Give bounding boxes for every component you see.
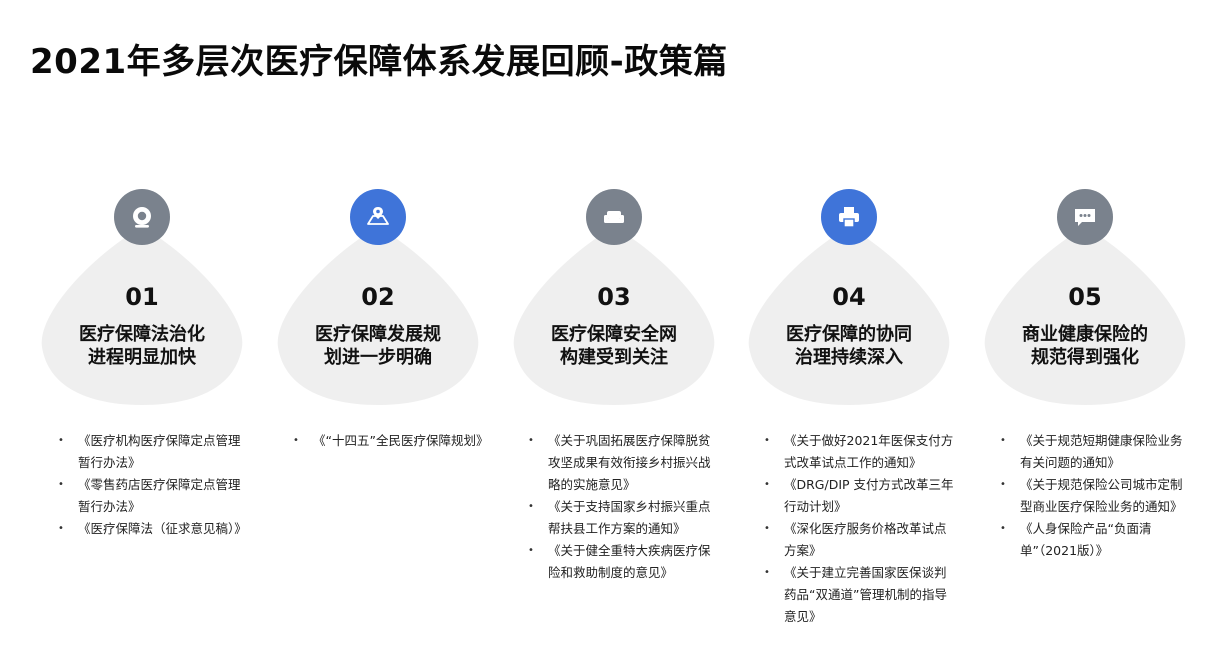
card-number: 03 <box>597 283 631 311</box>
doc-list-5: 《关于规范短期健康保险业务有关问题的通知》 《关于规范保险公司城市定制型商业医疗… <box>1000 430 1190 562</box>
doc-item: 《“十四五”全民医疗保障规划》 <box>293 430 488 452</box>
doc-list-2: 《“十四五”全民医疗保障规划》 <box>293 430 488 452</box>
badge-blue <box>821 189 877 245</box>
card-number: 04 <box>832 283 866 311</box>
card-number: 05 <box>1068 283 1102 311</box>
card-backdrop <box>744 227 954 405</box>
doc-item: 《关于建立完善国家医保谈判药品“双通道”管理机制的指导意见》 <box>764 562 954 628</box>
card-number: 01 <box>125 283 159 311</box>
card-heading: 医疗保障安全网 构建受到关注 <box>551 324 677 368</box>
doc-item: 《医疗保障法（征求意见稿）》 <box>58 518 248 540</box>
card-heading: 医疗保障发展规 划进一步明确 <box>315 324 441 368</box>
map-pin-icon <box>367 207 389 225</box>
doc-item: 《人身保险产品“负面清单”（2021版）》 <box>1000 518 1190 562</box>
card-heading: 医疗保障法治化 进程明显加快 <box>79 324 205 368</box>
doc-item: 《关于规范短期健康保险业务有关问题的通知》 <box>1000 430 1190 474</box>
doc-item: 《关于规范保险公司城市定制型商业医疗保险业务的通知》 <box>1000 474 1190 518</box>
badge-gray <box>586 189 642 245</box>
badge-gray <box>1057 189 1113 245</box>
doc-item: 《零售药店医疗保障定点管理暂行办法》 <box>58 474 248 518</box>
doc-item: 《DRG/DIP 支付方式改革三年行动计划》 <box>764 474 954 518</box>
doc-list-3: 《关于巩固拓展医疗保障脱贫攻坚成果有效衔接乡村振兴战略的实施意见》 《关于支持国… <box>528 430 718 584</box>
sofa-icon <box>604 211 624 223</box>
doc-item: 《关于做好2021年医保支付方式改革试点工作的通知》 <box>764 430 954 474</box>
card-backdrop <box>273 227 483 405</box>
doc-item: 《关于巩固拓展医疗保障脱贫攻坚成果有效衔接乡村振兴战略的实施意见》 <box>528 430 718 496</box>
card-number: 02 <box>361 283 395 311</box>
doc-item: 《关于支持国家乡村振兴重点帮扶县工作方案的通知》 <box>528 496 718 540</box>
doc-item: 《关于健全重特大疾病医疗保险和救助制度的意见》 <box>528 540 718 584</box>
doc-list-4: 《关于做好2021年医保支付方式改革试点工作的通知》 《DRG/DIP 支付方式… <box>764 430 954 628</box>
badge-blue <box>350 189 406 245</box>
card-heading: 商业健康保险的 规范得到强化 <box>1022 324 1148 368</box>
chat-bubble-icon <box>1075 209 1095 226</box>
page-title: 2021年多层次医疗保障体系发展回顾-政策篇 <box>30 42 728 82</box>
webcam-icon <box>133 207 151 228</box>
badge-gray <box>114 189 170 245</box>
doc-item: 《医疗机构医疗保障定点管理暂行办法》 <box>58 430 248 474</box>
printer-icon <box>839 207 859 228</box>
doc-item: 《深化医疗服务价格改革试点方案》 <box>764 518 954 562</box>
doc-list-1: 《医疗机构医疗保障定点管理暂行办法》 《零售药店医疗保障定点管理暂行办法》 《医… <box>58 430 248 540</box>
card-heading: 医疗保障的协同 治理持续深入 <box>786 324 912 368</box>
card-backdrop <box>37 227 247 405</box>
card-backdrop <box>509 227 719 405</box>
card-backdrop <box>980 227 1190 405</box>
